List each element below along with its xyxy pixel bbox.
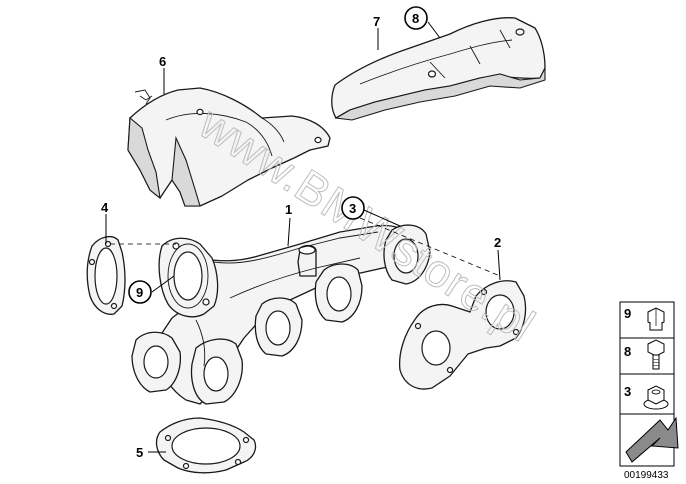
exhaust-manifold bbox=[131, 224, 431, 405]
legend-label-3: 3 bbox=[624, 384, 631, 399]
callout-3-ring bbox=[341, 196, 365, 220]
callout-2: 2 bbox=[494, 235, 501, 250]
callout-8-ring bbox=[404, 6, 428, 30]
leader-9 bbox=[151, 275, 175, 293]
callout-9: 9 bbox=[136, 285, 143, 300]
callout-5: 5 bbox=[136, 445, 143, 460]
legend-label-9: 9 bbox=[624, 306, 631, 321]
parts-legend: 9 8 3 bbox=[619, 301, 679, 467]
bolt-icon bbox=[647, 339, 665, 370]
assembly-line-right bbox=[359, 217, 501, 277]
legend-label-8: 8 bbox=[624, 344, 631, 359]
callout-7: 7 bbox=[373, 14, 380, 29]
leader-2 bbox=[497, 249, 501, 281]
callout-4: 4 bbox=[101, 200, 109, 215]
gasket-manifold bbox=[398, 280, 527, 390]
gasket-turbo-flange bbox=[86, 235, 126, 315]
document-id: 00199433 bbox=[624, 470, 669, 481]
callout-8: 8 bbox=[412, 11, 419, 26]
callout-3: 3 bbox=[349, 201, 356, 216]
callout-1: 1 bbox=[285, 202, 292, 217]
leader-3 bbox=[363, 209, 401, 227]
heat-shield-upper bbox=[331, 17, 546, 121]
heat-shield-lower bbox=[127, 87, 331, 207]
callout-9-ring bbox=[128, 280, 152, 304]
leader-1 bbox=[287, 217, 291, 247]
gasket-turbo-outlet bbox=[155, 417, 257, 474]
collar-nut-icon bbox=[643, 385, 669, 410]
arrow-icon bbox=[625, 416, 679, 463]
callout-6: 6 bbox=[159, 54, 166, 69]
sleeve-nut-icon bbox=[647, 307, 665, 331]
leader-8 bbox=[427, 21, 441, 39]
